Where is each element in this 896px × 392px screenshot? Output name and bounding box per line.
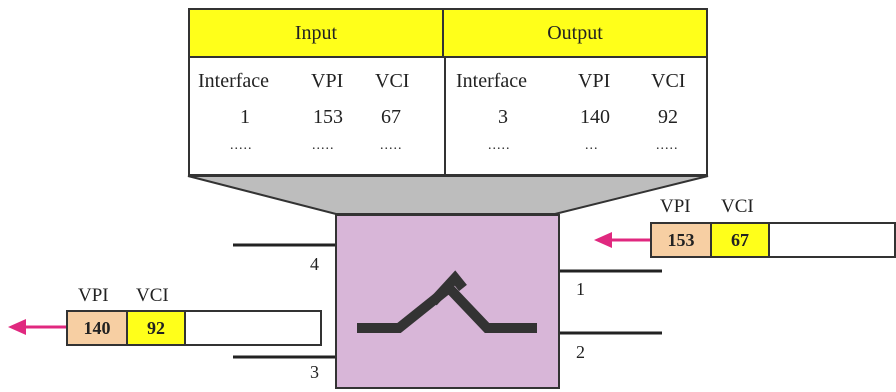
incoming-vpi-value: 153	[652, 224, 712, 256]
row1-input-vpi: 153	[313, 106, 343, 128]
outgoing-vci-value: 92	[128, 312, 186, 344]
col-input-interface: Interface	[198, 70, 270, 92]
outgoing-vpi-label: VPI	[78, 285, 109, 306]
row2-input-interface: .....	[230, 138, 253, 153]
row2-output-interface: .....	[488, 138, 511, 153]
incoming-arrowhead	[594, 232, 612, 248]
incoming-payload	[770, 224, 894, 256]
col-output-interface: Interface	[456, 70, 528, 92]
table-divider	[444, 56, 446, 176]
incoming-vpi-label: VPI	[660, 196, 691, 217]
outgoing-cell: 140 92	[66, 310, 322, 346]
atm-switch	[335, 214, 560, 389]
row2-input-vci: .....	[380, 138, 403, 153]
port-4-label: 4	[310, 254, 319, 274]
row1-input-vci: 67	[381, 106, 401, 128]
row2-output-vpi: ...	[585, 138, 599, 153]
outgoing-vci-label: VCI	[136, 285, 169, 306]
incoming-vci-value: 67	[712, 224, 770, 256]
row1-output-vpi: 140	[580, 106, 610, 128]
crossbar-icon	[357, 270, 537, 333]
outgoing-payload	[186, 312, 320, 344]
row1-output-vci: 92	[658, 106, 678, 128]
outgoing-vpi-value: 140	[68, 312, 128, 344]
col-input-vpi: VPI	[311, 70, 344, 92]
table-funnel	[187, 175, 709, 215]
row2-input-vpi: .....	[312, 138, 335, 153]
port-2-label: 2	[576, 342, 585, 362]
port-3-label: 3	[310, 362, 319, 382]
outgoing-arrowhead	[8, 319, 26, 335]
col-input-vci: VCI	[375, 70, 410, 92]
port-1-label: 1	[576, 279, 585, 299]
col-output-vci: VCI	[651, 70, 686, 92]
row1-output-interface: 3	[498, 106, 508, 128]
switching-table: Input Output Interface VPI VCI Interface…	[188, 8, 708, 176]
incoming-cell: 153 67	[650, 222, 896, 258]
output-header: Output	[444, 10, 706, 58]
row2-output-vci: .....	[656, 138, 679, 153]
input-header: Input	[190, 10, 444, 58]
row1-input-interface: 1	[240, 106, 250, 128]
incoming-vci-label: VCI	[721, 196, 754, 217]
col-output-vpi: VPI	[578, 70, 611, 92]
